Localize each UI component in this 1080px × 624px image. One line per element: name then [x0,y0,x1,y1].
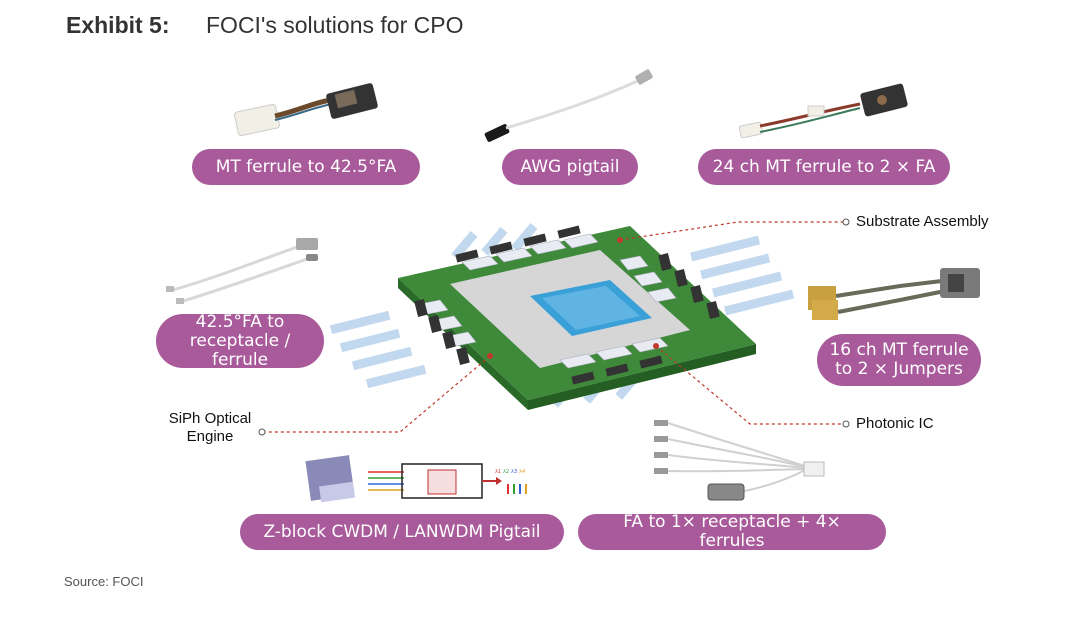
exhibit-label: Exhibit 5: [66,12,170,38]
pill-mt-ferrule-fa: MT ferrule to 42.5°FA [192,149,420,185]
callout-siph-engine: SiPh Optical Engine [162,410,258,446]
pill-mt-16ch: 16 ch MT ferrule to 2 × Jumpers [817,334,981,386]
pill-mt-24ch: 24 ch MT ferrule to 2 × FA [698,149,950,185]
mt-24ch-illustration [738,83,908,139]
source-note: Source: FOCI [64,574,144,589]
exhibit-title: FOCI's solutions for CPO [206,12,464,38]
callout-terminal [258,428,266,436]
callout-lines [262,221,846,433]
pill-zblock: Z-block CWDM / LANWDM Pigtail [240,514,564,550]
zblock-channel-label: λ4 [519,469,525,475]
callout-terminal [842,420,850,428]
awg-pigtail-illustration [484,69,653,142]
pill-fa-receptacle-ferrules: FA to 1× receptacle + 4× ferrules [578,513,886,551]
mt-16ch-illustration [808,268,980,320]
zblock-channel-label: λ3 [511,469,517,475]
mt-ferrule-fa-illustration [234,83,378,137]
pill-fa-receptacle: 42.5°FA to receptacle / ferrule [156,312,324,369]
fa-ferrules-illustration [654,420,825,501]
callout-substrate-assembly: Substrate Assembly [856,213,989,230]
zblock-channel-label: λ2 [503,469,509,475]
callout-photonic-ic: Photonic IC [856,415,934,432]
callout-siph-line1: SiPh Optical [168,410,252,427]
pill-awg-pigtail: AWG pigtail [502,149,638,185]
callout-terminal [842,218,850,226]
fa-receptacle-illustration [166,238,318,304]
cpo-board [329,222,795,410]
zblock-illustration [305,455,527,503]
callout-siph-line2: Engine [186,428,234,445]
zblock-channel-label: λ1 [495,469,501,475]
